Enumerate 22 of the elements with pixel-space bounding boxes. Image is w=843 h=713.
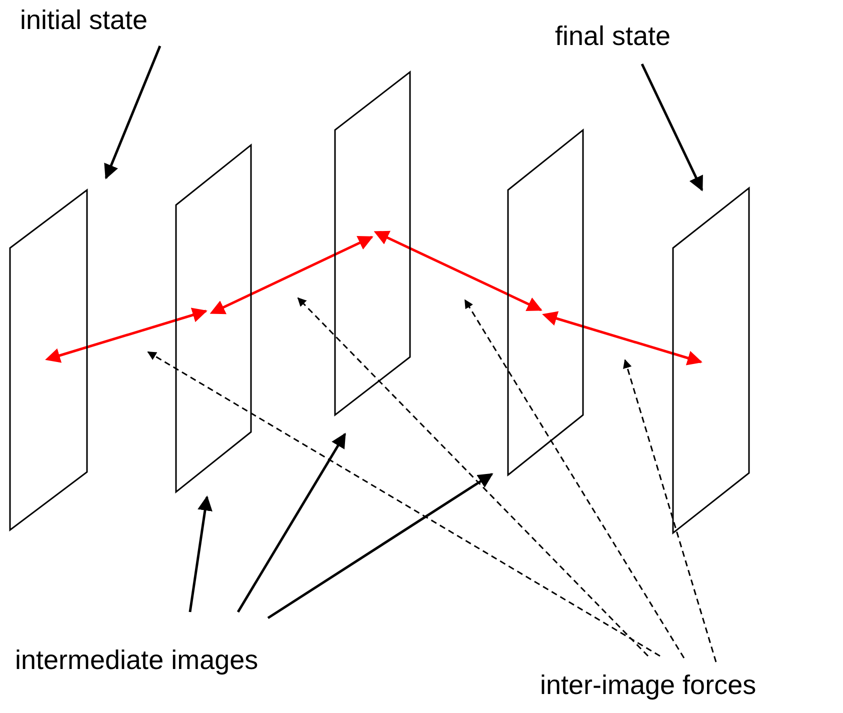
leader-line bbox=[147, 351, 660, 657]
double-arrow bbox=[542, 311, 702, 366]
leader-line bbox=[464, 299, 685, 658]
arrow bbox=[236, 432, 346, 613]
arrow bbox=[188, 496, 212, 612]
image-plane bbox=[10, 190, 87, 530]
arrow bbox=[640, 63, 704, 192]
double-arrow bbox=[45, 308, 208, 363]
caption-label: intermediate images bbox=[15, 644, 258, 676]
caption-label: inter-image forces bbox=[540, 669, 756, 701]
leader-line bbox=[623, 359, 717, 662]
image-plane bbox=[673, 188, 749, 533]
arrow bbox=[267, 472, 494, 620]
arrow bbox=[104, 46, 162, 180]
leader-line bbox=[297, 297, 649, 657]
image-plane bbox=[508, 130, 583, 475]
state-label: initial state bbox=[20, 4, 148, 36]
image-plane bbox=[335, 72, 410, 415]
double-arrow bbox=[210, 236, 374, 314]
state-label: final state bbox=[555, 20, 671, 52]
image-plane bbox=[176, 145, 251, 492]
double-arrow bbox=[374, 230, 542, 312]
